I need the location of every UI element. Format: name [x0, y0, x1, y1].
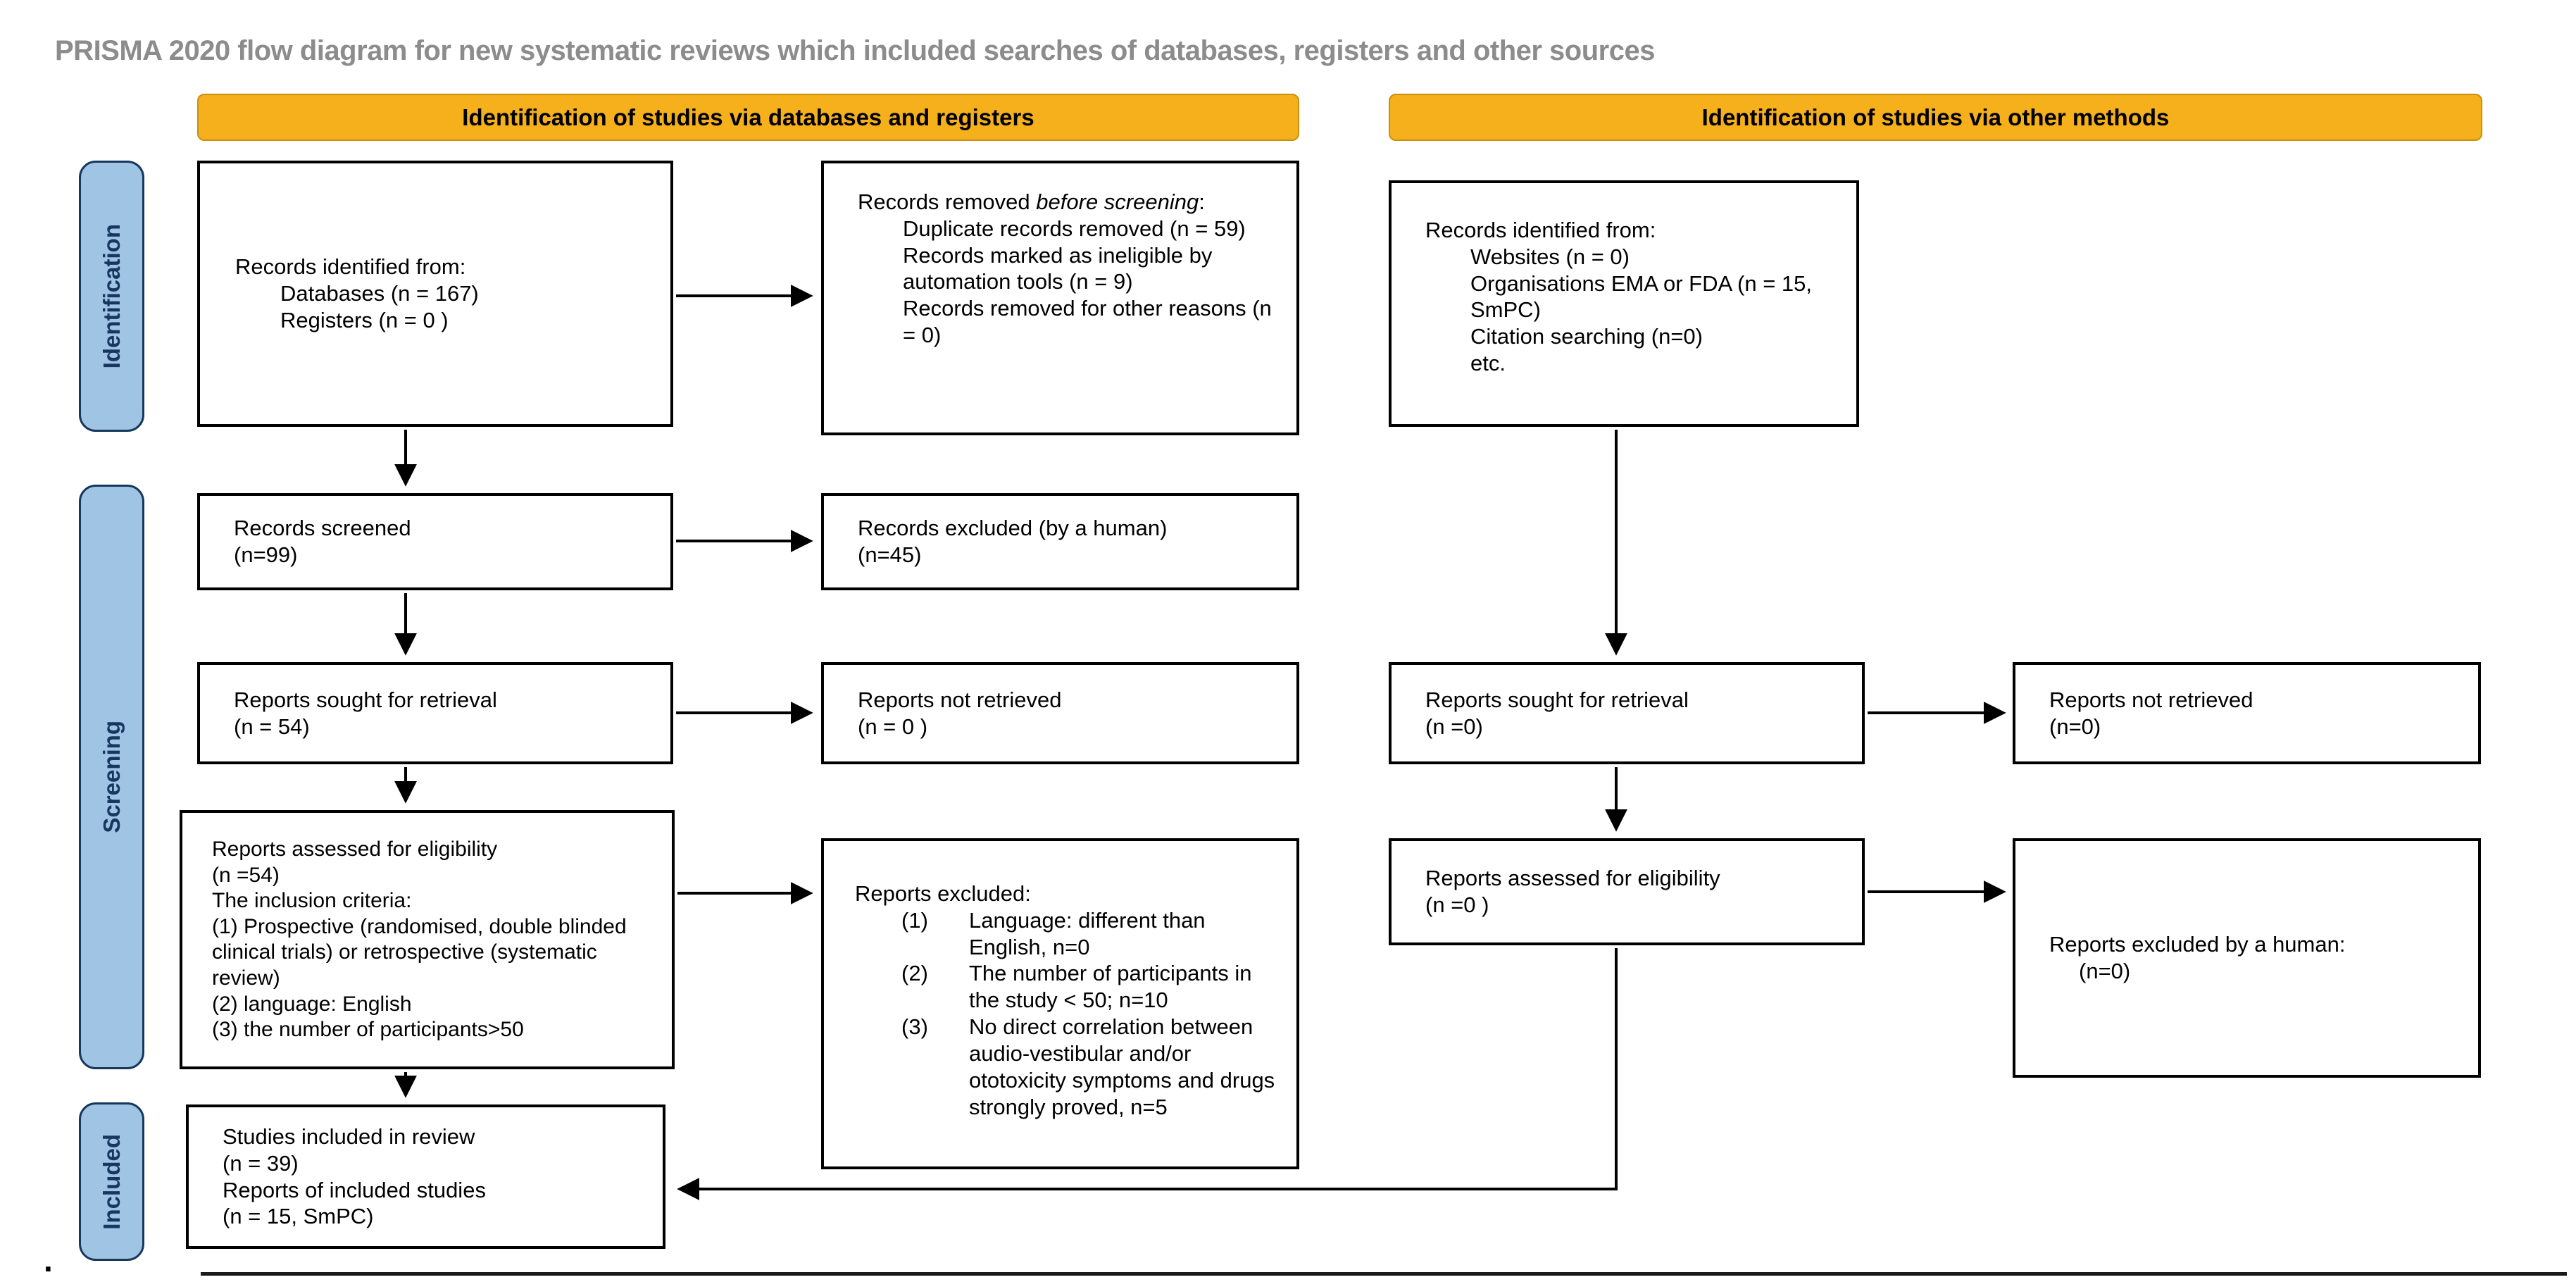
box-line: Reports not retrieved [2049, 687, 2253, 712]
box-reports-excluded-other: Reports excluded by a human: (n=0) [2013, 838, 2481, 1078]
box-line: Websites (n = 0) [1470, 244, 1630, 269]
box-line: Registers (n = 0 ) [280, 307, 449, 332]
page-title: PRISMA 2020 flow diagram for new systema… [55, 35, 1655, 66]
box-line: Databases (n = 167) [280, 281, 479, 306]
phase-screening-label: Screening [98, 721, 125, 833]
box-line: Records removed for other reasons (n = 0… [903, 296, 1272, 348]
reason-number: (1) [901, 907, 928, 933]
box-line: Records marked as ineligible by automati… [903, 242, 1213, 294]
box-line: Duplicate records removed (n = 59) [903, 216, 1246, 241]
excluded-reason-row: (3) No direct correlation between audio-… [901, 1014, 1275, 1120]
box-line: Reports sought for retrieval [1425, 687, 1689, 712]
box-records-screened: Records screened (n=99) [197, 493, 673, 590]
cut-off-line [201, 1272, 2567, 1276]
box-records-identified-other: Records identified from: Websites (n = 0… [1389, 180, 1859, 427]
banner-databases-registers: Identification of studies via databases … [197, 94, 1299, 141]
lead-text: Records removed [858, 189, 1037, 214]
box-line: (n =0 ) [1425, 892, 1489, 917]
box-records-excluded: Records excluded (by a human) (n=45) [821, 493, 1299, 590]
box-line: Records identified from: [1425, 218, 1656, 242]
excluded-reason-row: (2) The number of participants in the st… [901, 960, 1275, 1014]
box-line: Studies included in review [223, 1124, 475, 1149]
box-line: Records screened [234, 516, 411, 541]
box-reports-not-retrieved-databases: Reports not retrieved (n = 0 ) [821, 662, 1299, 764]
phase-included-label: Included [98, 1133, 125, 1230]
box-reports-excluded-reasons: Reports excluded: (1) Language: differen… [821, 838, 1299, 1169]
banner-other-label: Identification of studies via other meth… [1701, 104, 2170, 130]
box-line: Reports of included studies [223, 1177, 486, 1202]
box-reports-assessed-databases: Reports assessed for eligibility (n =54)… [180, 810, 675, 1069]
phase-identification-label: Identification [98, 223, 125, 369]
box-line: (n=99) [234, 542, 298, 567]
banner-other-methods: Identification of studies via other meth… [1389, 94, 2482, 141]
box-line: Reports assessed for eligibility [1425, 866, 1720, 891]
box-line: (n = 15, SmPC) [223, 1204, 374, 1229]
box-line: The inclusion criteria: [212, 889, 412, 913]
phase-screening: Screening [79, 485, 144, 1069]
box-line: (n=0) [2049, 714, 2101, 739]
reason-text: No direct correlation between audio-vest… [969, 1014, 1275, 1119]
box-line: Reports excluded by a human: [2049, 932, 2346, 957]
reason-text: The number of participants in the study … [969, 961, 1252, 1013]
box-line: Reports not retrieved [858, 687, 1062, 712]
excluded-reason-row: (1) Language: different than English, n=… [901, 907, 1275, 961]
box-line: Records identified from: [235, 254, 466, 280]
stray-period: . [44, 1242, 53, 1278]
box-reports-not-retrieved-other: Reports not retrieved (n=0) [2013, 662, 2481, 764]
box-line: (n = 39) [223, 1150, 299, 1176]
box-line: Reports excluded: [855, 881, 1031, 906]
box-records-identified-databases: Records identified from: Databases (n = … [197, 161, 673, 427]
reason-text: Language: different than English, n=0 [969, 907, 1206, 959]
lead-colon: : [1199, 189, 1205, 214]
box-line: Records removed before screening: [858, 189, 1279, 216]
box-line: (n =54) [212, 863, 280, 887]
box-line: (2) language: English [212, 992, 412, 1016]
box-records-removed-before-screening: Records removed before screening: Duplic… [821, 161, 1299, 435]
box-line: (1) Prospective (randomised, double blin… [212, 914, 627, 990]
box-line: (n=0) [2079, 959, 2131, 983]
reason-number: (3) [901, 1014, 928, 1040]
phase-identification: Identification [79, 161, 144, 432]
box-line: (n=45) [858, 542, 922, 567]
box-line: (3) the number of participants>50 [212, 1018, 524, 1042]
box-reports-sought-other: Reports sought for retrieval (n =0) [1389, 662, 1865, 764]
box-line: Reports assessed for eligibility [212, 838, 498, 861]
box-line: (n = 54) [234, 714, 310, 739]
box-line: Records excluded (by a human) [858, 516, 1168, 541]
box-reports-sought-databases: Reports sought for retrieval (n = 54) [197, 662, 673, 764]
box-studies-included: Studies included in review (n = 39) Repo… [186, 1104, 665, 1249]
box-line: etc. [1470, 351, 1506, 376]
box-line: Reports sought for retrieval [234, 687, 497, 712]
box-line: Citation searching (n=0) [1470, 324, 1703, 349]
box-line: (n =0) [1425, 714, 1483, 739]
box-line: (n = 0 ) [858, 714, 928, 739]
phase-included: Included [79, 1102, 144, 1261]
lead-italic-text: before screening [1036, 189, 1199, 214]
box-reports-assessed-other: Reports assessed for eligibility (n =0 ) [1389, 838, 1865, 945]
banner-databases-label: Identification of studies via databases … [462, 104, 1034, 130]
reason-number: (2) [901, 961, 928, 986]
box-line: Organisations EMA or FDA (n = 15, SmPC) [1470, 270, 1813, 323]
